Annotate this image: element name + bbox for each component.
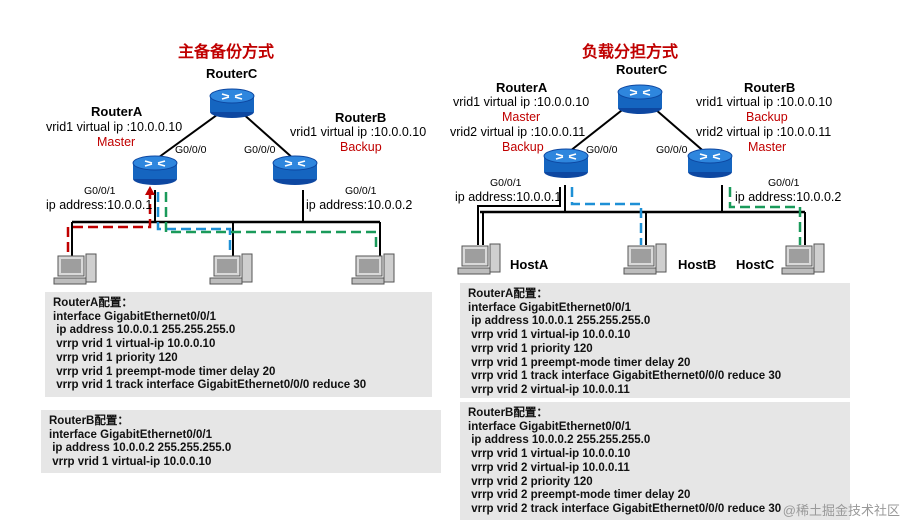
host-b-icon [623, 243, 667, 275]
right-router-a-port-down: G0/0/1 [490, 177, 522, 189]
router-b-left-icon [272, 155, 318, 186]
router-c-right-icon [617, 84, 663, 115]
config-line: vrrp vrid 1 virtual-ip 10.0.0.10 [53, 338, 216, 351]
right-router-c-label: RouterC [616, 62, 668, 77]
right-router-b-role1: Backup [746, 110, 788, 124]
router-a-right-icon [543, 148, 589, 179]
router-c-left-icon [209, 88, 255, 119]
left-router-a-port-down: G0/0/1 [84, 185, 116, 197]
right-blue-path [570, 187, 643, 245]
green-path [164, 192, 378, 252]
left-router-a-port-up: G0/0/0 [175, 144, 207, 156]
right-router-b-vrid2: vrid2 virtual ip :10.0.0.11 [696, 125, 832, 139]
host-a-label: HostA [510, 257, 549, 272]
config-line: vrrp vrid 1 preempt-mode timer delay 20 [468, 356, 691, 369]
config-line: RouterB配置： [49, 415, 129, 427]
config-line: vrrp vrid 2 virtual-ip 10.0.0.11 [468, 461, 630, 474]
right-router-b-ip: ip address:10.0.0.2 [735, 190, 842, 204]
config-line: RouterA配置： [53, 297, 133, 309]
left-router-b-port-down: G0/0/1 [345, 185, 377, 197]
host-c-label: HostC [736, 257, 775, 272]
config-line: vrrp vrid 1 preempt-mode timer delay 20 [53, 365, 276, 378]
host-c-icon [781, 243, 825, 275]
left-router-a-ip: ip address:10.0.0.1 [46, 198, 153, 212]
pc-left-2-icon [209, 253, 253, 285]
host-a-icon [457, 243, 501, 275]
blue-path [156, 192, 232, 252]
red-path-arrow [145, 186, 155, 195]
right-router-b-port-up: G0/0/0 [656, 144, 688, 156]
config-line: vrrp vrid 1 track interface GigabitEther… [53, 379, 367, 392]
red-path [66, 192, 152, 252]
config-line: vrrp vrid 1 virtual-ip 10.0.0.10 [49, 456, 212, 469]
right-router-b-port-down: G0/0/1 [768, 177, 800, 189]
right-router-a-role1: Master [502, 110, 541, 124]
black-path [477, 187, 561, 245]
right-config-router-b: RouterB配置： interface GigabitEthernet0/0/… [460, 402, 850, 520]
right-router-a-ip: ip address:10.0.0.1 [455, 190, 562, 204]
right-router-a-vrid1: vrid1 virtual ip :10.0.0.10 [453, 95, 590, 109]
config-line: interface GigabitEthernet0/0/1 [468, 301, 631, 314]
config-line: RouterB配置： [468, 407, 548, 419]
pc-left-1-icon [53, 253, 97, 285]
right-title: 负载分担方式 [582, 42, 679, 61]
config-line: vrrp vrid 2 track interface GigabitEther… [468, 502, 782, 515]
right-router-a-role2: Backup [502, 140, 544, 154]
right-router-b-label: RouterB [744, 80, 796, 95]
left-title: 主备备份方式 [178, 42, 275, 61]
config-line: RouterA配置： [468, 288, 548, 300]
config-line: vrrp vrid 2 virtual-ip 10.0.0.11 [468, 383, 630, 396]
config-line: ip address 10.0.0.2 255.255.255.0 [468, 434, 651, 447]
left-router-b-label: RouterB [335, 110, 387, 125]
host-b-label: HostB [678, 257, 717, 272]
left-router-b-ip: ip address:10.0.0.2 [306, 198, 413, 212]
config-line: interface GigabitEthernet0/0/1 [49, 428, 212, 441]
left-router-c-label: RouterC [206, 66, 258, 81]
config-line: interface GigabitEthernet0/0/1 [468, 420, 631, 433]
left-router-a-role: Master [97, 135, 136, 149]
right-config-router-a: RouterA配置： interface GigabitEthernet0/0/… [460, 283, 850, 398]
left-router-b-port-up: G0/0/0 [244, 144, 276, 156]
config-line: interface GigabitEthernet0/0/1 [53, 310, 216, 323]
router-a-left-icon [132, 155, 178, 186]
left-router-b-vrid: vrid1 virtual ip :10.0.0.10 [290, 125, 427, 139]
config-line: vrrp vrid 1 virtual-ip 10.0.0.10 [468, 448, 631, 461]
config-line: vrrp vrid 2 priority 120 [468, 475, 593, 488]
config-line: ip address 10.0.0.2 255.255.255.0 [49, 442, 232, 455]
left-router-a-vrid: vrid1 virtual ip :10.0.0.10 [46, 120, 183, 134]
config-line: vrrp vrid 1 priority 120 [468, 342, 593, 355]
right-router-a-port-up: G0/0/0 [586, 144, 618, 156]
config-line: ip address 10.0.0.1 255.255.255.0 [468, 315, 651, 328]
right-green-path [728, 187, 802, 245]
left-config-router-a: RouterA配置： interface GigabitEthernet0/0/… [45, 292, 432, 397]
pc-left-3-icon [351, 253, 395, 285]
left-config-router-b: RouterB配置： interface GigabitEthernet0/0/… [41, 410, 441, 473]
config-line: ip address 10.0.0.1 255.255.255.0 [53, 324, 236, 337]
watermark: @稀土掘金技术社区 [782, 503, 900, 518]
config-line: vrrp vrid 1 priority 120 [53, 351, 178, 364]
config-line: vrrp vrid 1 track interface GigabitEther… [468, 370, 782, 383]
right-router-b-role2: Master [748, 140, 787, 154]
right-router-a-vrid2: vrid2 virtual ip :10.0.0.11 [450, 125, 586, 139]
router-b-right-icon [687, 148, 733, 179]
config-line: vrrp vrid 1 virtual-ip 10.0.0.10 [468, 329, 631, 342]
left-router-a-label: RouterA [91, 104, 143, 119]
right-router-a-label: RouterA [496, 80, 548, 95]
right-router-b-vrid1: vrid1 virtual ip :10.0.0.10 [696, 95, 833, 109]
config-line: vrrp vrid 2 preempt-mode timer delay 20 [468, 489, 691, 502]
left-router-b-role: Backup [340, 140, 382, 154]
